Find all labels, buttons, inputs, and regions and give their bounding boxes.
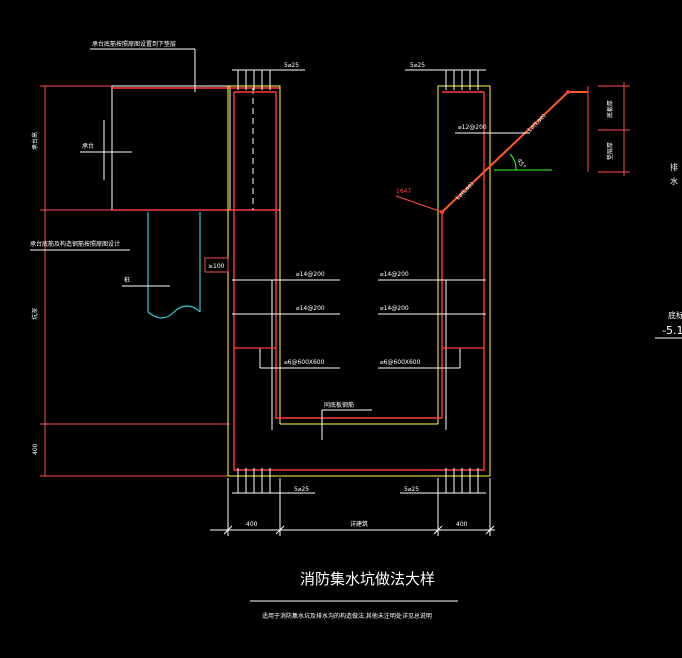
leader-1647 [395, 195, 443, 213]
note-bottom: 同底板钢筋 [324, 401, 354, 409]
slope-end-dot [566, 90, 570, 94]
top-right-rebar-group [405, 69, 486, 90]
dim-1647: 1647 [396, 188, 411, 195]
rebar-slope: ⌀12@200 [458, 124, 487, 131]
dim-cushion: 垫层厚 [606, 142, 614, 160]
rebar-leaders [232, 279, 486, 430]
note-cap-top: 承台底筋按照原图设置到下垫层 [92, 40, 176, 48]
pile [147, 212, 201, 319]
slope-label-upper: La(Lae) [526, 113, 547, 134]
bottom-right-rebar-group [400, 468, 486, 494]
rebar-top-left: 5⌀25 [284, 62, 299, 69]
leader-top-left-note [90, 48, 196, 92]
rebar-cage [233, 91, 485, 471]
rebar-right-2: ⌀14@200 [380, 305, 409, 312]
bottom-left-rebar-group [232, 468, 315, 494]
drawing-title: 消防集水坑做法大样 [300, 570, 435, 588]
rebar-right-3: ⌀6@600X600 [380, 359, 421, 366]
rebar-left-2: ⌀14@200 [296, 305, 325, 312]
dim-slab: 底板厚 [606, 100, 614, 118]
slope-label-lower: La(Lae) [454, 181, 475, 202]
gap-marker [204, 257, 229, 273]
edge-text-1: 排 [670, 162, 678, 172]
dim-bottom-400: 400 [32, 443, 39, 455]
label-cap: 承台 [82, 142, 94, 150]
rebar-bottom-left: 5⌀25 [294, 486, 309, 493]
left-dimension-chain [40, 85, 230, 477]
edge-text-2: 水 [670, 176, 678, 186]
angle-label: 45° [515, 158, 526, 171]
rebar-left-1: ⌀14@200 [296, 271, 325, 278]
dim-cap-height: 承台高 [31, 132, 39, 150]
right-dimension-chain [587, 82, 630, 176]
note-cap-bottom: 承台底筋及构造钢筋按照原图设计 [30, 240, 120, 248]
drawing-subtitle: 适用于消防集水坑及排水沟的构造做法,其他未注明处详见总说明 [262, 612, 432, 620]
pile-cap [111, 85, 281, 211]
edge-text-4: -5.15 [662, 324, 682, 337]
bottom-dimension [210, 478, 495, 536]
top-left-rebar-group [232, 69, 305, 90]
label-gap: ≥100 [208, 263, 225, 270]
dim-wall-left: 400 [246, 521, 258, 528]
dim-pit-depth: 坑深 [31, 308, 39, 320]
rebar-right-1: ⌀14@200 [380, 271, 409, 278]
dim-pit-width: 详建筑 [350, 520, 368, 528]
rebar-bottom-right: 5⌀25 [404, 486, 419, 493]
label-pile: 桩 [124, 276, 130, 284]
dim-wall-right: 400 [456, 521, 468, 528]
rebar-top-right: 5⌀25 [410, 62, 425, 69]
rebar-left-3: ⌀6@600X600 [284, 359, 325, 366]
angle-arc [509, 153, 517, 171]
edge-text-3: 底标 [668, 310, 682, 320]
